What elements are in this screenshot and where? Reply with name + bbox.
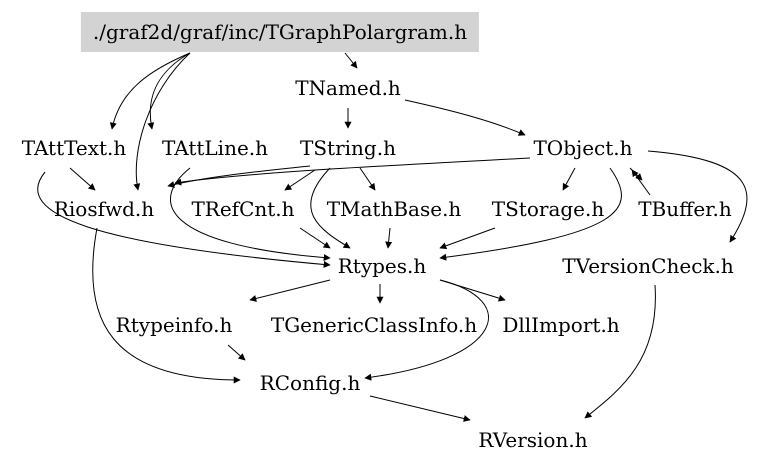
edge-tmathbase-to-rtypes xyxy=(385,227,393,249)
edge-tnamed-to-tobject xyxy=(404,99,526,136)
node-riosfwd[interactable]: Riosfwd.h xyxy=(53,197,155,221)
edge-rtypes-to-rconfig xyxy=(364,279,489,381)
edge-tstring-to-tmathbase xyxy=(359,167,376,191)
edge-root-to-tattline xyxy=(147,52,191,130)
edge-tobject-to-tbuffer xyxy=(629,167,643,181)
edge-root-to-tatttext xyxy=(109,52,191,130)
edge-tobject-to-riosfwd xyxy=(174,157,531,186)
edge-tobject-to-tversioncheck xyxy=(647,150,748,243)
edge-tatttext-to-rtypes xyxy=(37,171,331,268)
edge-trefcnt-to-rtypes xyxy=(299,227,331,249)
edge-riosfwd-to-rconfig xyxy=(92,227,241,384)
node-tversioncheck[interactable]: TVersionCheck.h xyxy=(562,254,734,278)
edge-tstorage-to-rtypes xyxy=(439,227,496,250)
node-trefcnt[interactable]: TRefCnt.h xyxy=(191,197,295,221)
node-tobject[interactable]: TObject.h xyxy=(533,136,633,160)
edge-tatttext-to-riosfwd xyxy=(69,167,96,191)
node-tbuffer[interactable]: TBuffer.h xyxy=(638,197,732,221)
edge-rtypeinfo-to-rconfig xyxy=(227,344,246,361)
node-tgenericclassinfo[interactable]: TGenericClassInfo.h xyxy=(270,313,478,337)
edge-tobject-to-rtypes xyxy=(439,167,622,261)
node-tstring[interactable]: TString.h xyxy=(300,136,396,160)
edge-rtypes-to-rtypeinfo xyxy=(249,279,331,302)
node-dllimport[interactable]: DllImport.h xyxy=(502,313,620,337)
node-tnamed[interactable]: TNamed.h xyxy=(295,76,401,100)
node-rversion[interactable]: RVersion.h xyxy=(478,428,588,452)
edge-rconfig-to-rversion xyxy=(369,395,471,422)
node-rtypeinfo[interactable]: Rtypeinfo.h xyxy=(115,313,233,337)
edge-root-to-tnamed xyxy=(344,52,358,69)
edge-tversioncheck-to-rversion xyxy=(584,284,656,419)
edge-root-to-riosfwd xyxy=(133,52,191,191)
node-tstorage[interactable]: TStorage.h xyxy=(491,197,605,221)
edge-tstring-to-rtypes xyxy=(310,167,351,249)
node-tmathbase[interactable]: TMathBase.h xyxy=(326,197,462,221)
node-root-tgraphpolargram[interactable]: ./graf2d/graf/inc/TGraphPolargram.h xyxy=(80,12,480,52)
node-tatttext[interactable]: TAttText.h xyxy=(21,136,127,160)
node-rconfig[interactable]: RConfig.h xyxy=(259,371,361,395)
edge-tobject-to-tstorage xyxy=(562,167,576,191)
edge-tbuffer-to-tobject xyxy=(631,169,651,196)
node-tattline[interactable]: TAttLine.h xyxy=(161,136,269,160)
node-rtypes[interactable]: Rtypes.h xyxy=(337,254,427,278)
edge-tstring-to-trefcnt xyxy=(284,169,316,191)
